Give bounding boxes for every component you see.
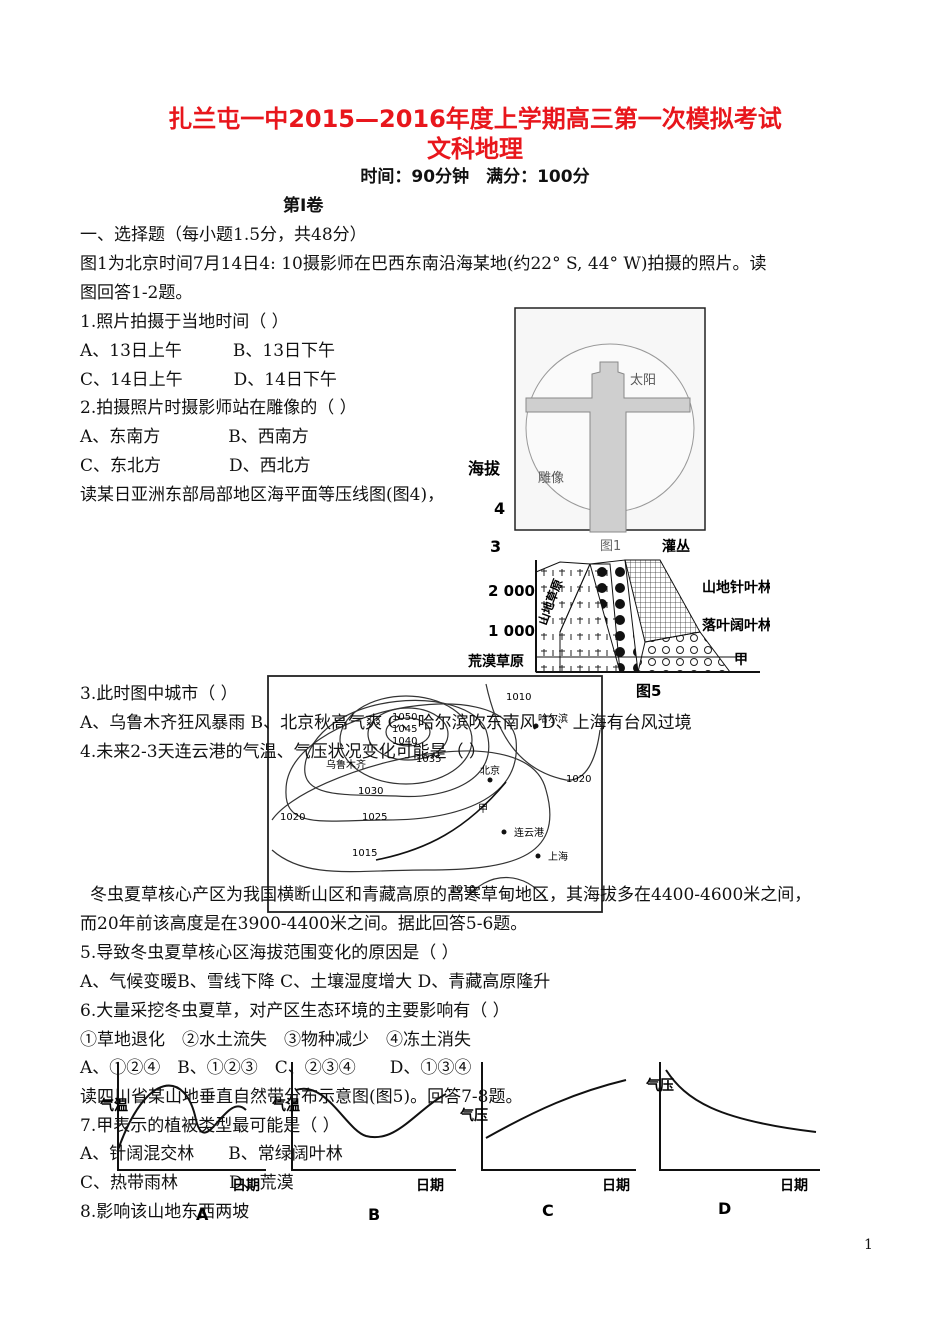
isobar-1015: 1015 — [352, 848, 377, 859]
point-jia: 甲 — [478, 804, 488, 815]
fig5-zone-deciduous: 落叶阔叶林 — [702, 617, 770, 634]
q7-stem: 7.甲表示的植被类型最可能是（ ） — [80, 1116, 340, 1136]
q4-stem: 4.未来2-3天连云港的气温、气压状况变化可能是（ ） — [80, 742, 486, 762]
isobar-1020-east: 1020 — [566, 774, 591, 785]
volume-title: 第Ⅰ卷 — [283, 196, 324, 216]
q5-options: A、气候变暖B、雪线下降 C、土壤湿度增大 D、青藏高原隆升 — [80, 972, 551, 992]
q2-options-row-2: C、东北方 D、西北方 — [80, 456, 311, 476]
q2-options-row-1: A、东南方 B、西南方 — [80, 427, 309, 447]
isobar-1010-north: 1010 — [506, 692, 531, 703]
fig5-ytick-4: 4 — [494, 499, 505, 518]
fig5-zone-shrub: 灌丛 — [662, 538, 690, 555]
time-info: 时间：90分钟 满分：100分 — [360, 167, 590, 187]
exam-title: 扎兰屯一中2015—2016年度上学期高三第一次模拟考试 — [168, 105, 782, 133]
graph-b-ylabel: 气温 — [271, 1097, 300, 1114]
graph-c-xlabel: 日期 — [602, 1178, 630, 1194]
figure-5-caption: 图5 — [636, 682, 661, 700]
fig5-zone-desert-steppe: 荒漠草原 — [467, 653, 524, 670]
exam-subtitle: 文科地理 — [427, 135, 523, 163]
graph-a-xlabel: 日期 — [232, 1178, 260, 1194]
graph-c-label: C — [542, 1201, 554, 1220]
graph-b-xlabel: 日期 — [416, 1178, 444, 1194]
q1-stem: 1.照片拍摄于当地时间（ ） — [80, 312, 289, 332]
q6-options: A、①②④ B、①②③ C、②③④ D、①③④ — [80, 1058, 472, 1078]
q7-options-row-1: A、针阔混交林 B、常绿阔叶林 — [80, 1144, 343, 1164]
q3-options: A、乌鲁木齐狂风暴雨 B、北京秋高气爽 C、哈尔滨吹东南风 D、上海有台风过境 — [80, 713, 692, 733]
graph-c-ylabel: 气压 — [459, 1107, 488, 1124]
city-beijing: 北京 — [480, 764, 500, 777]
figure-1-caption: 图1 — [600, 539, 621, 552]
q3-stem: 3.此时图中城市（ ） — [80, 684, 238, 704]
intro-2: 读某日亚洲东部局部地区海平面等压线图(图4)， — [80, 485, 445, 505]
q1-options-row-2: C、14日上午 D、14日下午 — [80, 370, 337, 390]
q1-options-row-1: A、13日上午 B、13日下午 — [80, 341, 336, 361]
q8-stem: 8.影响该山地东西两坡 — [80, 1202, 250, 1222]
q2-stem: 2.拍摄照片时摄影师站在雕像的（ ） — [80, 398, 357, 418]
q6-items: ①草地退化 ②水土流失 ③物种减少 ④冻土消失 — [80, 1030, 471, 1050]
figure-5: 海拔 4 3 2 000 1 000 灌丛 山地针叶林 落叶阔叶林 甲 荒漠草原… — [467, 459, 770, 700]
statue-label: 雕像 — [538, 471, 564, 486]
trend-graphs: 气温 气温 气压 气压 日期 日期 日期 日期 A B C D — [99, 1062, 820, 1224]
q6-stem: 6.大量采挖冬虫夏草，对产区生态环境的主要影响有（ ） — [80, 1001, 510, 1021]
fig5-ytick-1000: 1 000 — [488, 622, 535, 640]
graph-a-ylabel: 气温 — [99, 1097, 128, 1114]
isobar-1030: 1030 — [358, 786, 383, 797]
isobar-1045: 1045 — [392, 724, 417, 735]
isobar-1035: 1035 — [416, 754, 441, 765]
city-shanghai: 上海 — [548, 850, 568, 863]
graph-d-ylabel: 气压 — [645, 1077, 674, 1094]
graph-b-label: B — [368, 1205, 380, 1224]
graph-d-label: D — [718, 1199, 731, 1218]
intro-1-line-2: 图回答1-2题。 — [80, 283, 193, 303]
graph-d-xlabel: 日期 — [780, 1178, 808, 1194]
isobar-1020-west: 1020 — [280, 812, 305, 823]
isobar-1050: 1050 — [392, 712, 417, 723]
intro-1-line-1: 图1为北京时间7月14日4: 10摄影师在巴西东南沿海某地(约22° S, 44… — [80, 254, 767, 274]
graph-a-label: A — [196, 1205, 209, 1224]
isobar-1025: 1025 — [362, 812, 387, 823]
figure-1: 太阳 雕像 图1 — [514, 307, 706, 552]
isobar-1010-south: 1010 — [450, 884, 475, 895]
fig5-zone-jia: 甲 — [734, 652, 748, 668]
section-heading: 一、选择题（每小题1.5分，共48分） — [80, 225, 367, 245]
city-harbin: 哈尔滨 — [538, 712, 568, 725]
intro-3-line-2: 而20年前该高度是在3900-4400米之间。据此回答5-6题。 — [80, 914, 528, 934]
q7-options-row-2: C、热带雨林 D、荒漠 — [80, 1173, 294, 1193]
figure-4: 1050 1045 1040 1035 1030 1025 1020 1015 … — [267, 675, 603, 913]
fig5-ytick-2000: 2 000 — [488, 582, 535, 600]
city-urumqi: 乌鲁木齐 — [326, 758, 366, 771]
fig5-zone-conifer: 山地针叶林 — [702, 579, 770, 596]
intro-3-line-1: 冬虫夏草核心产区为我国横断山区和青藏高原的高寒草甸地区，其海拔多在4400-46… — [90, 885, 812, 905]
q5-stem: 5.导致冬虫夏草核心区海拔范围变化的原因是（ ） — [80, 943, 459, 963]
city-lianyungang: 连云港 — [514, 826, 544, 839]
page-number: 1 — [864, 1237, 873, 1253]
isobar-1040: 1040 — [392, 736, 417, 747]
fig5-ylabel: 海拔 — [468, 459, 501, 478]
sun-label: 太阳 — [630, 373, 656, 388]
fig5-ytick-3: 3 — [490, 537, 501, 556]
